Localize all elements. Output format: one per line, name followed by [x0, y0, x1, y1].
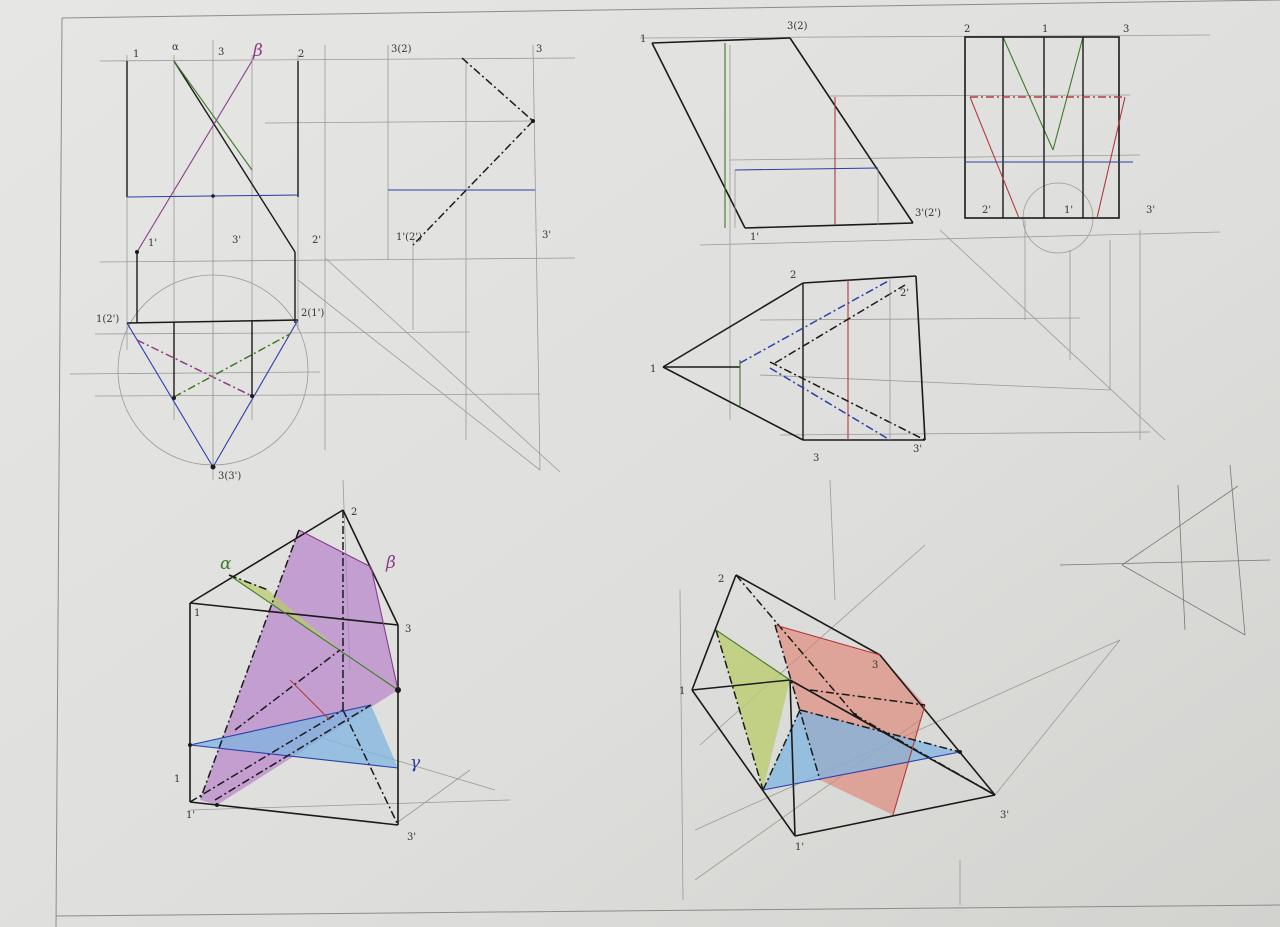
- label-2-prime: 2': [312, 235, 321, 246]
- label-1-2-prime: 1(2'): [96, 314, 119, 325]
- label-tr-3-2: 3(2): [787, 21, 808, 32]
- label-tr-2b: 2': [900, 288, 909, 299]
- label-tr-3b: 3': [913, 444, 922, 455]
- label-bl-gamma: γ: [410, 753, 421, 773]
- label-br-2: 2: [718, 574, 724, 585]
- label-br-3-prime: 3': [1000, 810, 1009, 821]
- label-3-prime: 3': [232, 235, 241, 246]
- label-1-2-prime-side: 1'(2'): [396, 232, 422, 243]
- label-bl-3-prime: 3': [407, 832, 416, 843]
- label-1: 1: [133, 49, 139, 60]
- label-bl-2: 2: [351, 507, 357, 518]
- label-br-1-prime: 1': [795, 842, 804, 853]
- label-beta: β: [252, 41, 263, 61]
- small-triangle-sketch: [1059, 464, 1271, 636]
- label-3-2: 3(2): [391, 44, 412, 55]
- label-sq-3: 3: [1123, 24, 1129, 35]
- sheet-border-top: [61, 0, 1280, 19]
- label-bl-1: 1: [194, 608, 200, 619]
- label-tr-1-prime: 1': [750, 232, 759, 243]
- label-bl-beta: β: [385, 553, 396, 573]
- label-sq-2: 2: [964, 24, 970, 35]
- label-tr-3: 3: [813, 453, 819, 464]
- label-sq-3-prime: 3': [1146, 205, 1155, 216]
- label-sq-1-prime: 1': [1064, 205, 1073, 216]
- axonometric-drawing-bottom-left: 2 1 3 1 1' 3' α β γ: [174, 479, 511, 843]
- orthographic-drawing-top-right: 1 3(2) 1' 3'(2') 2 2' 1 3 3' 2 1 3 2' 1'…: [639, 21, 1221, 464]
- label-bl-1-prime: 1': [186, 810, 195, 821]
- label-alpha: α: [172, 42, 179, 53]
- label-3-3-prime: 3(3'): [218, 471, 241, 482]
- label-side-3: 3: [536, 44, 542, 55]
- label-bl-alpha: α: [220, 554, 232, 574]
- label-br-1: 1: [679, 686, 685, 697]
- label-side-3-prime: 3': [542, 230, 551, 241]
- orthographic-drawing-top-left: 1 α 3 β 2 1' 3' 2' 1(2') 2(1') 3(3') 3(2…: [69, 40, 576, 482]
- sheet-border-bottom: [55, 904, 1280, 917]
- label-tr-2: 2: [790, 270, 796, 281]
- label-br-3: 3: [872, 660, 878, 671]
- label-3: 3: [218, 47, 224, 58]
- label-2-1-prime: 2(1'): [301, 308, 324, 319]
- label-sq-1: 1: [1042, 24, 1048, 35]
- label-tr-1: 1: [640, 34, 646, 45]
- label-tr-1b: 1: [650, 364, 656, 375]
- label-bl-3: 3: [405, 624, 411, 635]
- label-2: 2: [298, 49, 304, 60]
- sheet-border-left: [55, 17, 63, 927]
- axonometric-drawing-bottom-right: 2 1 3 1' 3': [679, 479, 1121, 905]
- label-1-prime: 1': [148, 238, 157, 249]
- label-bl-1b: 1: [174, 774, 180, 785]
- label-tr-3-2-prime: 3'(2'): [915, 208, 941, 219]
- label-sq-2-prime: 2': [982, 205, 991, 216]
